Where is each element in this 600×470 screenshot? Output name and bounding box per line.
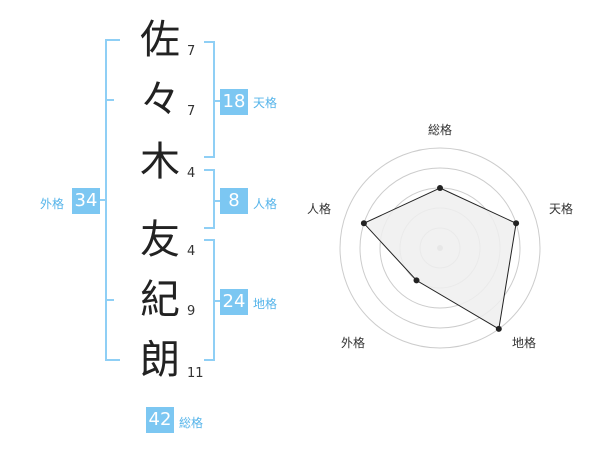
radar-axis-label-soukaku: 総格: [428, 123, 453, 137]
jinkaku-label: 人格: [253, 197, 278, 211]
chikaku-value-badge: 24: [220, 289, 248, 315]
name-char-1: 佐: [140, 17, 180, 63]
tenkaku-bracket: [204, 41, 215, 158]
radar-point-5: [360, 220, 367, 227]
stroke-count-6: 11: [187, 366, 204, 381]
name-char-6: 朗: [140, 337, 180, 383]
gaikaku-label: 外格: [40, 197, 65, 211]
tenkaku-value-badge: 18: [220, 89, 248, 115]
stroke-count-2: 7: [187, 104, 196, 119]
soukaku-value-badge: 42: [146, 407, 174, 433]
soukaku-label: 総格: [179, 416, 204, 430]
radar-point-4: [413, 277, 420, 284]
stroke-count-5: 9: [187, 304, 196, 319]
gaikaku-value-badge: 34: [72, 188, 100, 214]
radar-axis-label-chikaku: 地格: [512, 336, 537, 350]
stroke-count-4: 4: [187, 244, 196, 259]
stroke-count-1: 7: [187, 44, 196, 59]
radar-ring-4: [359, 167, 521, 329]
jinkaku-value-badge: 8: [220, 188, 248, 214]
tenkaku-label: 天格: [253, 96, 278, 110]
jinkaku-bracket: [204, 169, 215, 229]
name-char-4: 友: [140, 217, 180, 263]
chikaku-label: 地格: [253, 297, 278, 311]
stroke-count-3: 4: [187, 166, 196, 181]
radar-polygon: [363, 187, 517, 330]
radar-axis-label-jinkaku: 人格: [307, 202, 332, 216]
name-char-5: 紀: [140, 277, 180, 323]
radar-point-1: [437, 185, 443, 191]
radar-point-2: [513, 220, 520, 227]
radar-ring-5: [339, 147, 541, 349]
radar-axis-label-tenkaku: 天格: [549, 202, 574, 216]
radar-point-3: [495, 325, 502, 332]
name-char-3: 木: [140, 139, 180, 185]
name-char-2: 々: [140, 77, 180, 123]
radar-axis-label-gaikaku: 外格: [341, 336, 366, 350]
